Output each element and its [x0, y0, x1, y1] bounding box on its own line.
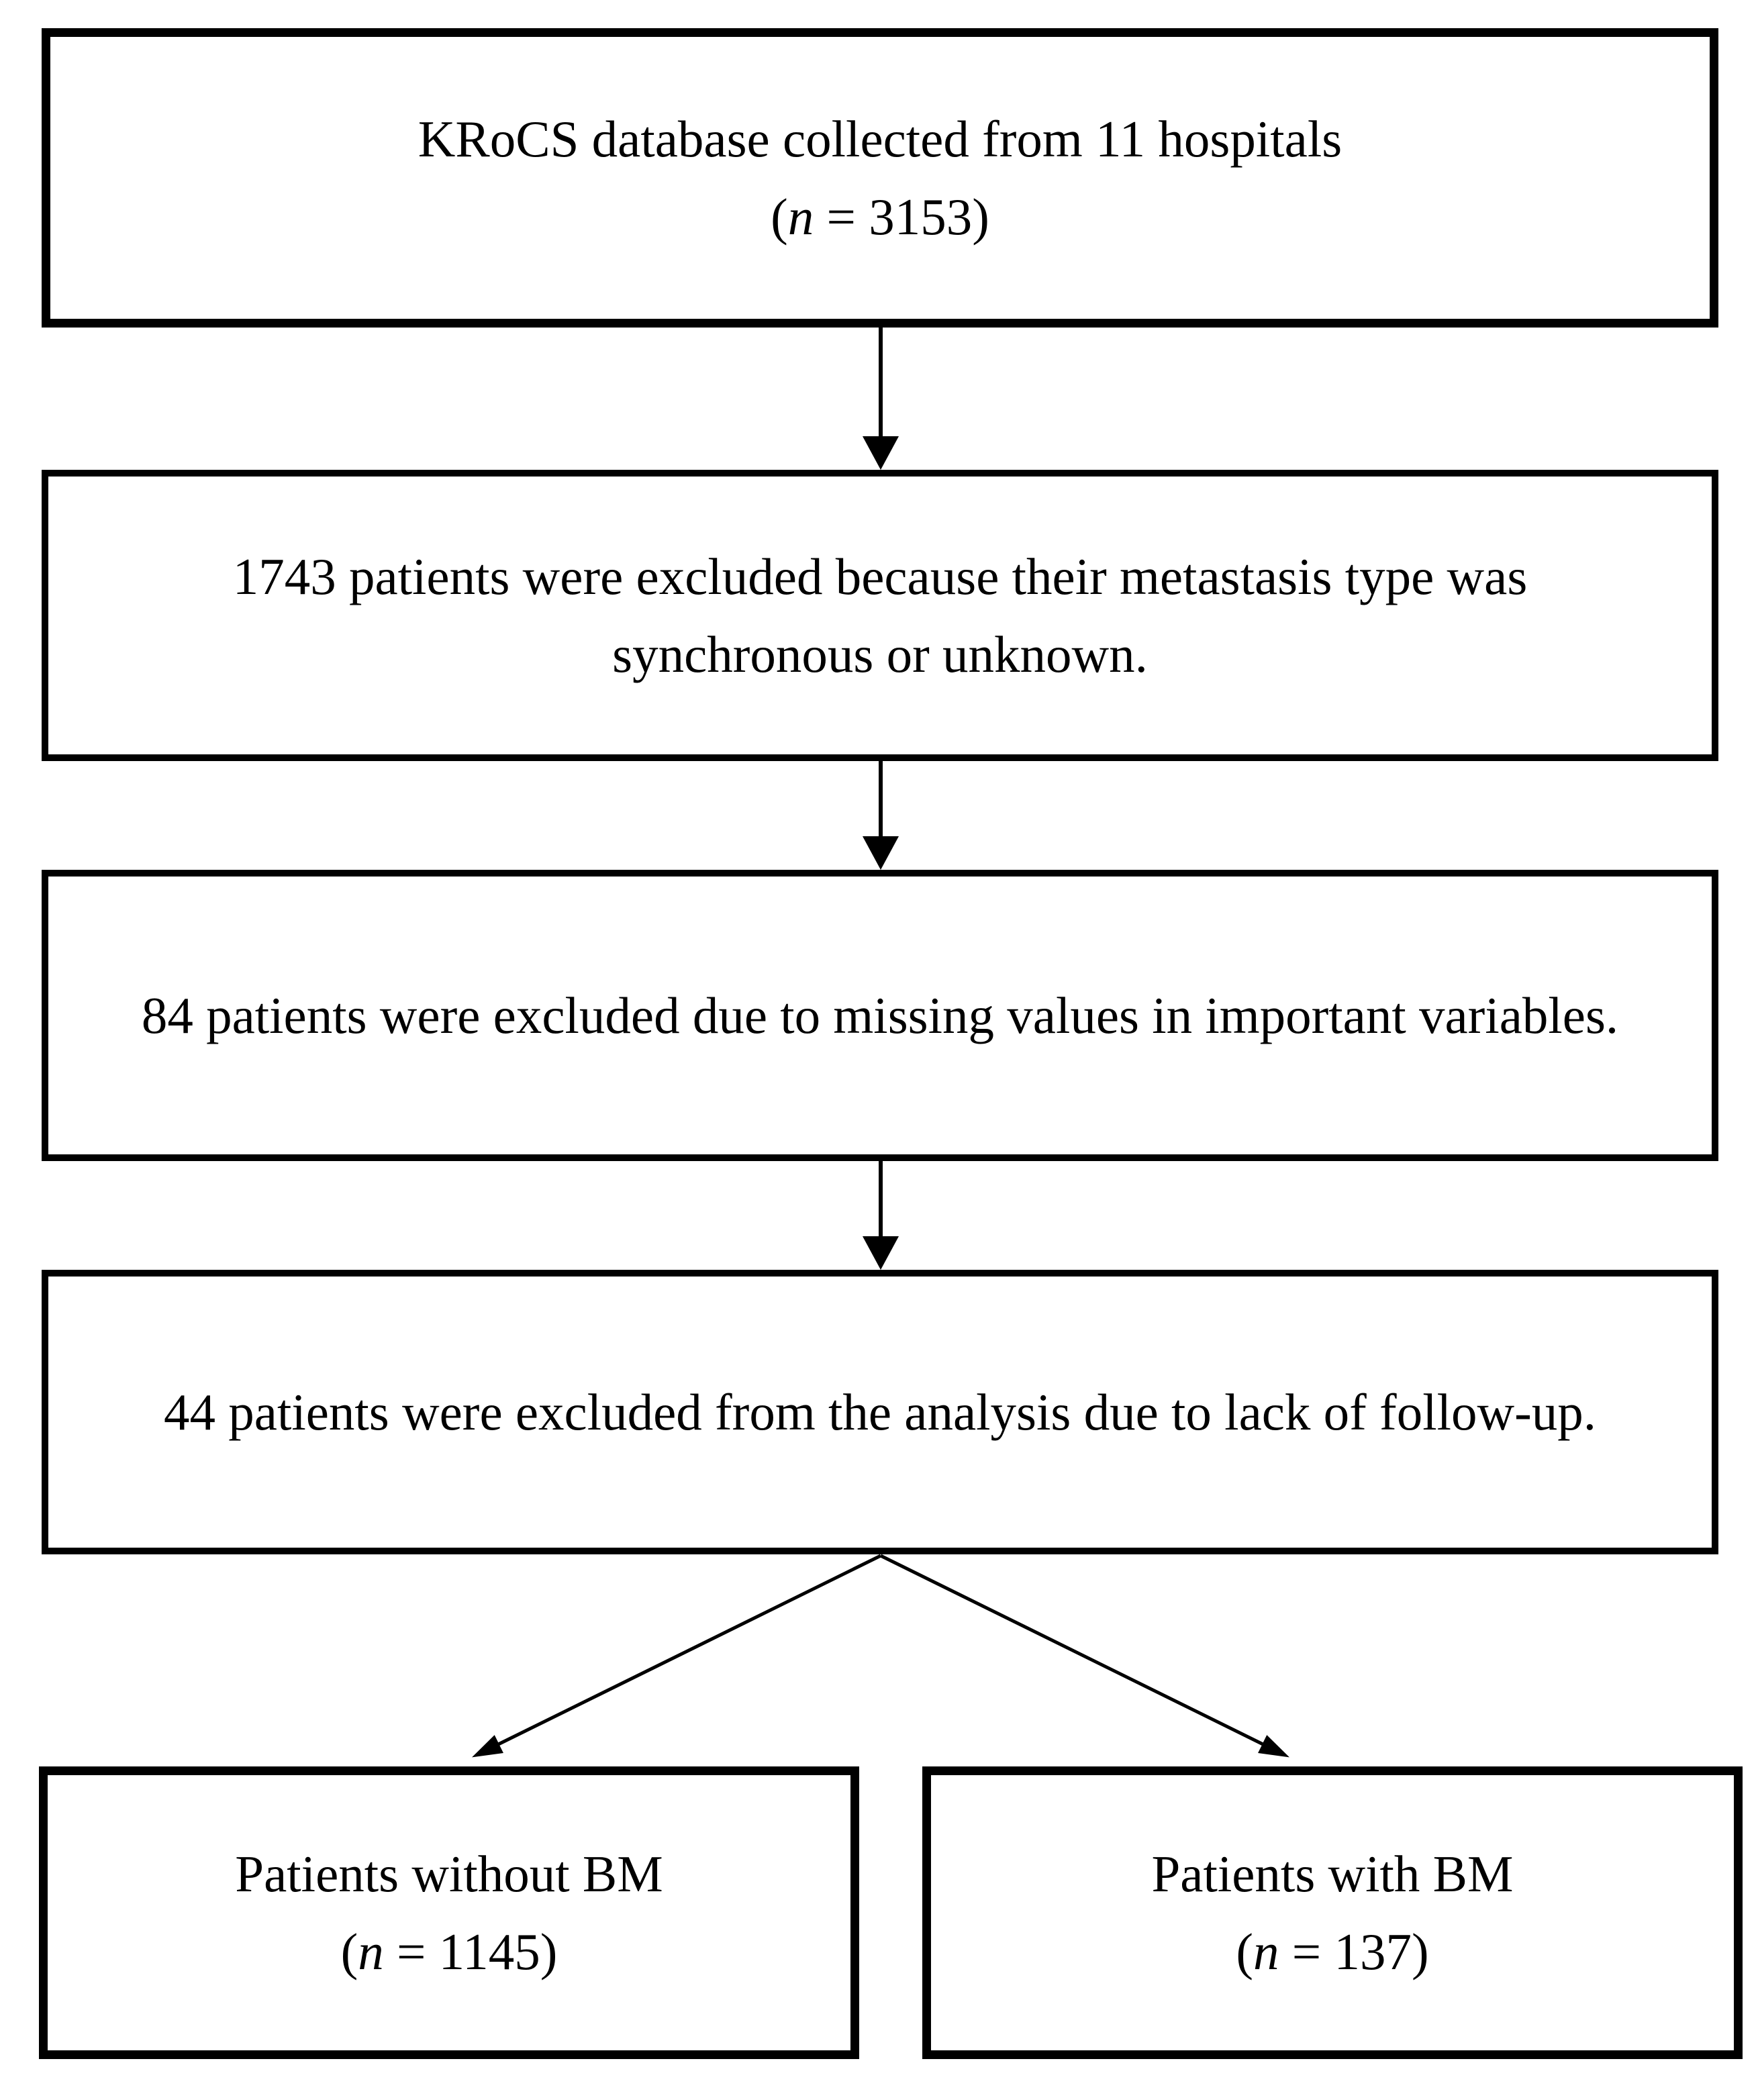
box-database-n: (n = 3153): [771, 178, 989, 256]
box-database-text: KRoCS database collected from 11 hospita…: [418, 110, 1342, 168]
arrow-shaft: [879, 328, 883, 436]
n-variable: n: [787, 188, 814, 246]
box-excluded-missing-text: 84 patients were excluded due to missing…: [141, 987, 1619, 1044]
split-arrow-right-line: [879, 1554, 1289, 1758]
flow-box-with-bm: Patients with BM (n = 137): [922, 1766, 1743, 2059]
arrow-shaft: [879, 1161, 883, 1236]
box-with-bm-text: Patients with BM: [1151, 1845, 1514, 1903]
box-excluded-followup-text: 44 patients were excluded from the analy…: [164, 1383, 1596, 1441]
down-arrow-3: [863, 1161, 899, 1270]
box-with-bm-n: (n = 137): [1236, 1913, 1428, 1991]
box-excluded-metastasis-text-1: 1743 patients were excluded because thei…: [232, 548, 1528, 605]
split-arrow-left-line: [472, 1554, 882, 1758]
flow-box-database: KRoCS database collected from 11 hospita…: [42, 28, 1718, 328]
arrowhead-down-icon: [863, 1236, 899, 1270]
flow-box-excluded-metastasis: 1743 patients were excluded because thei…: [42, 470, 1718, 761]
flow-box-without-bm: Patients without BM (n = 1145): [39, 1766, 859, 2059]
n-open-paren: (: [771, 188, 788, 246]
n-variable: n: [358, 1923, 384, 1981]
box-excluded-metastasis-text-2: synchronous or unknown.: [612, 626, 1148, 683]
flow-box-excluded-followup: 44 patients were excluded from the analy…: [42, 1270, 1718, 1554]
n-value: = 137): [1279, 1923, 1429, 1981]
n-variable: n: [1253, 1923, 1279, 1981]
n-open-paren: (: [340, 1923, 358, 1981]
n-open-paren: (: [1236, 1923, 1254, 1981]
arrow-shaft: [879, 761, 883, 836]
arrowhead-down-icon: [863, 436, 899, 470]
arrowhead-down-icon: [863, 836, 899, 870]
n-value: = 1145): [383, 1923, 558, 1981]
box-without-bm-text: Patients without BM: [235, 1845, 663, 1903]
down-arrow-2: [863, 761, 899, 870]
n-value: = 3153): [814, 188, 989, 246]
down-arrow-1: [863, 328, 899, 470]
box-without-bm-n: (n = 1145): [341, 1913, 558, 1991]
flow-box-excluded-missing: 84 patients were excluded due to missing…: [42, 870, 1718, 1161]
